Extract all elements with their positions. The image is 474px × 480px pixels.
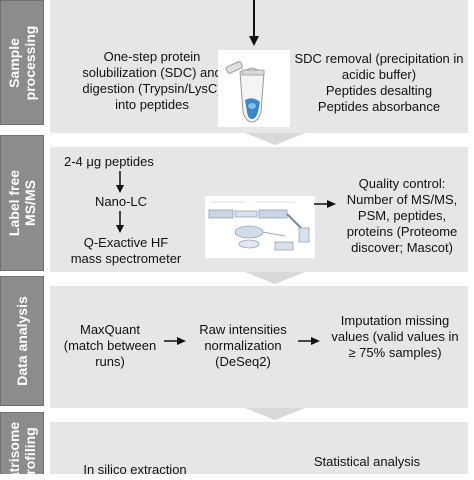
right-arrow <box>164 337 186 345</box>
text-line: (match between <box>63 338 157 353</box>
text-line: values (valid values in <box>331 329 459 344</box>
maxquant-text: MaxQuant (match between runs) <box>48 322 172 370</box>
sample-processing-right-text: SDC removal (precipitation in acidic buf… <box>284 51 474 115</box>
text-line: Number of MS/MS, <box>346 192 458 207</box>
text-line: runs) <box>95 354 125 369</box>
down-arrow <box>116 211 124 233</box>
mass-spectrometer-text: Q-Exactive HF mass spectrometer <box>64 235 188 267</box>
text-line: normalization <box>204 338 282 353</box>
sample-processing-left-text: One-step protein solubilization (SDC) an… <box>72 49 232 113</box>
text-line: Q-Exactive HF <box>83 235 169 250</box>
text-line: Peptides absorbance <box>317 99 441 114</box>
text-line: mass spectrometer <box>70 251 182 266</box>
normalization-text: Raw intensities normalization (DeSeq2) <box>188 322 298 370</box>
text-line: MaxQuant <box>80 322 140 337</box>
section-label-text: Label free MS/MS <box>6 170 38 236</box>
text-line: One-step protein <box>103 49 201 64</box>
section-label-text: atrisome rofiling <box>6 422 38 480</box>
mass-spectrometer-schematic <box>208 201 310 251</box>
right-arrow <box>314 200 336 208</box>
down-arrow <box>116 171 124 193</box>
text-line: Quality control: <box>358 176 446 191</box>
label-line: rofiling <box>22 427 38 475</box>
label-line: processing <box>22 25 38 100</box>
imputation-text: Imputation missing values (valid values … <box>316 313 474 361</box>
text-line: (DeSeq2) <box>215 354 271 369</box>
text-line: solubilization (SDC) and <box>82 65 222 80</box>
text-line: discover; Mascot) <box>351 240 453 255</box>
label-line: Data analysis <box>14 296 30 386</box>
text-line: acidic buffer) <box>341 67 417 82</box>
section-label-matrisome-profiling: atrisome rofiling <box>0 412 44 480</box>
peptides-amount-text: 2-4 μg peptides <box>64 154 154 169</box>
text-line: PSM, peptides, <box>357 208 447 223</box>
label-line: MS/MS <box>22 180 38 226</box>
text-line: ≥ 75% samples) <box>348 345 442 360</box>
panel-matrisome-profiling <box>50 422 468 474</box>
section-label-sample-processing: Sample processing <box>0 0 44 125</box>
section-label-text: Sample processing <box>6 25 38 100</box>
text-line: SDC removal (precipitation in <box>294 51 464 66</box>
text-line: Raw intensities <box>199 322 287 337</box>
section-connector-arrow <box>245 408 305 420</box>
label-line: Label free <box>6 169 22 237</box>
quality-control-text: Quality control: Number of MS/MS, PSM, p… <box>332 176 472 256</box>
text-line: into peptides <box>115 97 189 112</box>
text-line: Imputation missing <box>340 313 450 328</box>
section-label-text: Data analysis <box>14 296 30 386</box>
tube-image <box>218 50 290 127</box>
panel-data-analysis <box>50 286 468 408</box>
nano-lc-text: Nano-LC <box>94 194 148 209</box>
tube-icon <box>225 61 265 123</box>
label-line: Sample <box>6 37 22 88</box>
top-down-arrow <box>249 0 259 46</box>
section-connector-arrow <box>245 272 305 284</box>
text-line: digestion (Trypsin/LysC) <box>82 81 222 96</box>
in-silico-extraction-text: In silico extraction <box>83 462 187 477</box>
text-line: proteins (Proteome <box>346 224 458 239</box>
section-label-data-analysis: Data analysis <box>0 276 44 406</box>
label-line: atrisome <box>6 421 22 480</box>
mass-spectrometer-image <box>205 196 315 258</box>
section-connector-arrow <box>245 133 305 145</box>
section-label-label-free: Label free MS/MS <box>0 135 44 271</box>
right-arrow <box>298 337 320 345</box>
text-line: Peptides desalting <box>325 83 433 98</box>
statistical-analysis-text: Statistical analysis <box>313 454 421 469</box>
